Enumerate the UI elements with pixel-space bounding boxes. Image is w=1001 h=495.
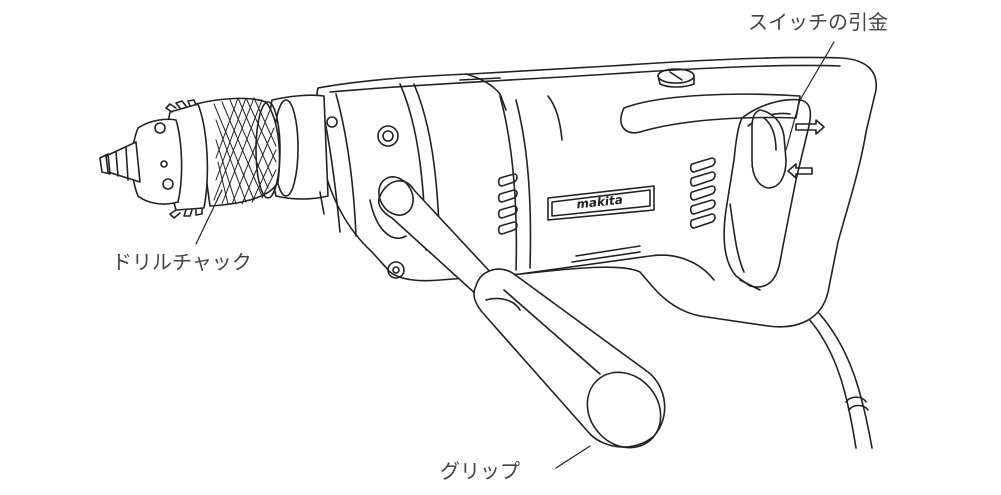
side-panel xyxy=(547,93,801,141)
vent-slots-right xyxy=(689,157,716,229)
label-grip: グリップ xyxy=(440,459,520,483)
label-drill-chuck: ドリルチャック xyxy=(112,250,252,274)
forward-arrow-icon xyxy=(795,119,825,135)
reverse-arrow-icon xyxy=(787,163,813,179)
vent-slots-left xyxy=(497,173,518,235)
drill-chuck xyxy=(99,97,281,219)
leader-switch xyxy=(785,41,835,151)
brand-plate xyxy=(547,185,655,221)
power-cord xyxy=(807,311,873,449)
label-switch-trigger: スイッチの引金 xyxy=(748,10,888,34)
brand-logo: makita xyxy=(576,193,624,212)
housing-screw xyxy=(377,125,405,279)
leader-chuck xyxy=(195,189,223,245)
switch-trigger[interactable] xyxy=(751,109,825,189)
side-grip xyxy=(369,176,666,449)
leader-grip xyxy=(555,445,591,469)
chuck-knurl xyxy=(213,97,277,205)
